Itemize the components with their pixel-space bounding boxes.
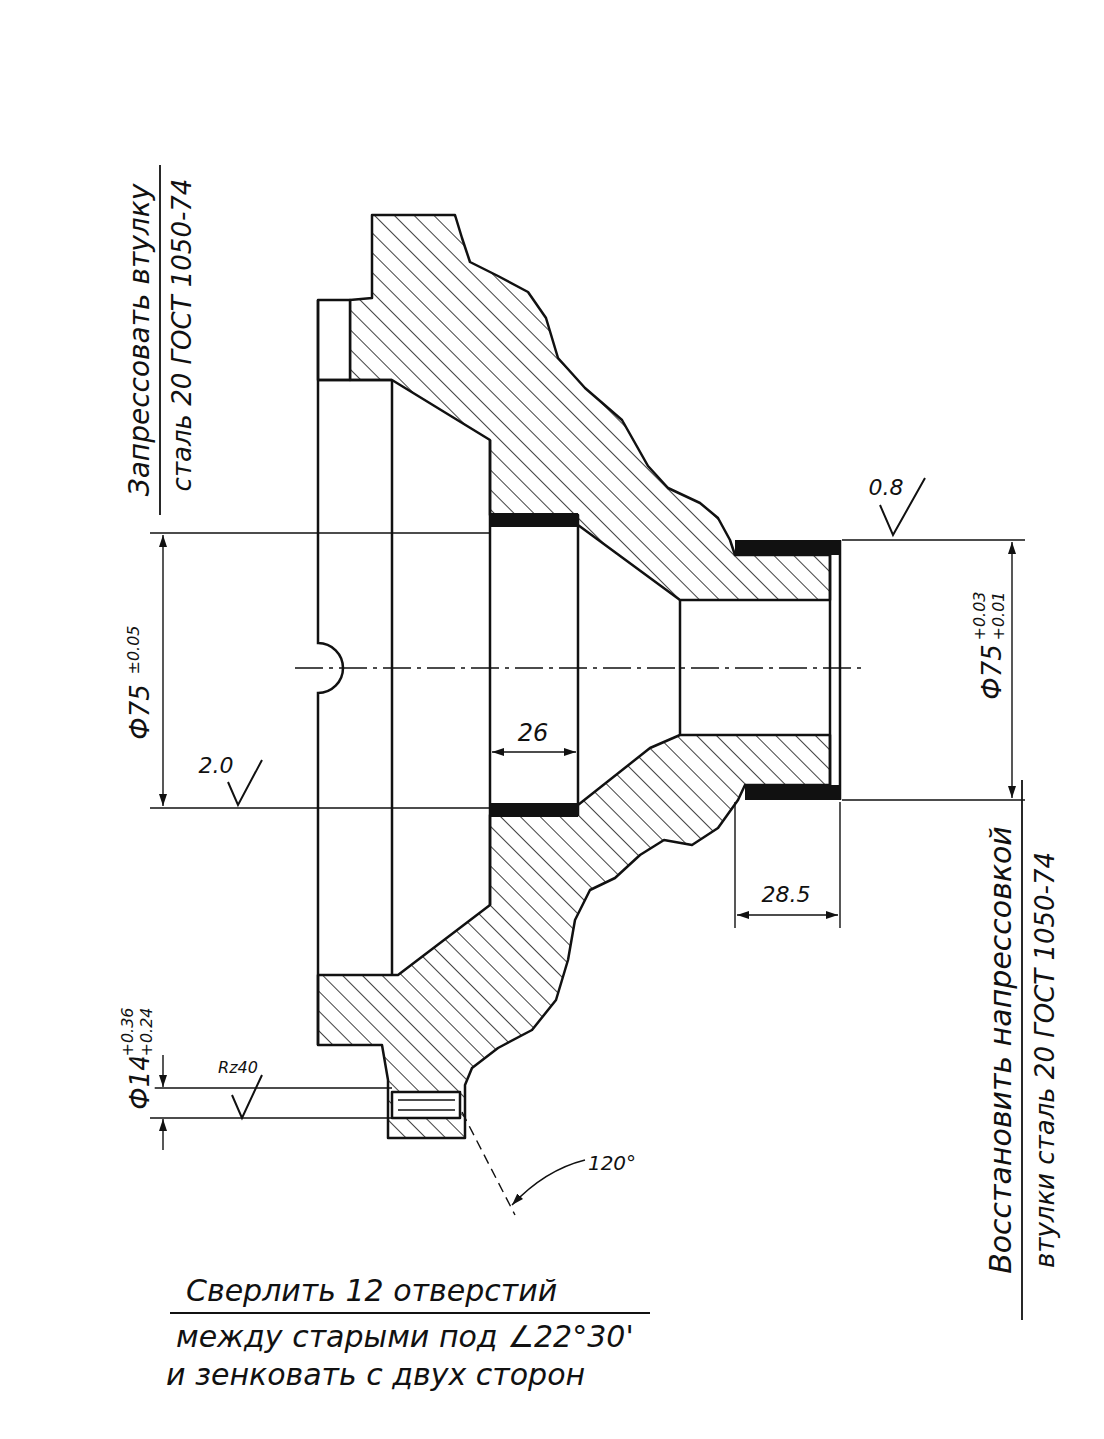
material-text: втулки сталь 20 ГОСТ 1050-74 xyxy=(1031,851,1060,1269)
label-anchor: сталь 20 ГОСТ 1050-74 xyxy=(168,178,197,493)
material-text: сталь 20 ГОСТ 1050-74 xyxy=(168,178,197,493)
tolerance-value: +0.03 xyxy=(971,590,989,641)
label-anchor: +0.24 xyxy=(138,1006,156,1057)
label-anchor: 0.8 xyxy=(868,476,905,500)
dimension-value: 26 xyxy=(517,720,550,746)
label-anchor: 28.5 xyxy=(761,883,812,907)
label-anchor: +0.36 xyxy=(119,1006,137,1057)
outline-lines xyxy=(318,300,840,1110)
dimension-value: 28.5 xyxy=(761,883,812,907)
angle-value: 120° xyxy=(587,1152,637,1174)
section-body xyxy=(318,215,830,1138)
pressed-bushings xyxy=(490,513,840,817)
note-text: Запрессовать втулку xyxy=(125,183,156,497)
label-anchor: втулки сталь 20 ГОСТ 1050-74 xyxy=(1031,851,1060,1269)
roughness-value: Rz40 xyxy=(217,1059,259,1077)
dimension-value: Ф14 xyxy=(126,1053,155,1110)
label-anchor: +0.03 xyxy=(971,590,989,641)
roughness-value: 0.8 xyxy=(868,476,905,500)
tolerance-value: +0.24 xyxy=(138,1006,156,1057)
dimension-value: Ф75 xyxy=(978,643,1007,700)
tolerance-value: ±0.05 xyxy=(125,624,143,675)
tolerance-value: +0.36 xyxy=(119,1006,137,1057)
dimension-value: Ф75 xyxy=(126,683,155,740)
label-anchor: между старыми под ∠22°30' xyxy=(175,1320,635,1353)
label-anchor: +0.01 xyxy=(990,590,1008,641)
roughness-marks xyxy=(228,478,925,1118)
center-line xyxy=(295,667,862,668)
label-anchor: Запрессовать втулку xyxy=(125,183,156,497)
label-anchor: Ф14 xyxy=(126,1053,155,1110)
note-text: между старыми под ∠22°30' xyxy=(175,1320,635,1353)
label-anchor: Ф75 xyxy=(978,643,1007,700)
label-anchor: и зенковать с двух сторон xyxy=(165,1358,586,1391)
label-anchor: 2.0 xyxy=(198,754,235,778)
label-anchor: 120° xyxy=(587,1152,637,1174)
label-anchor: Ф75 xyxy=(126,683,155,740)
label-anchor: Сверлить 12 отверстий xyxy=(185,1274,558,1307)
label-anchor: 26 xyxy=(517,720,550,746)
note-text: Сверлить 12 отверстий xyxy=(185,1274,558,1307)
label-anchor: Rz40 xyxy=(217,1059,259,1077)
label-anchor: ±0.05 xyxy=(125,624,143,675)
tolerance-value: +0.01 xyxy=(990,590,1008,641)
label-anchor: Восстановить напрессовкой xyxy=(984,825,1017,1275)
note-text: Восстановить напрессовкой xyxy=(984,825,1017,1275)
note-text: и зенковать с двух сторон xyxy=(165,1358,586,1391)
roughness-value: 2.0 xyxy=(198,754,235,778)
dimension-lines xyxy=(150,165,1025,1320)
